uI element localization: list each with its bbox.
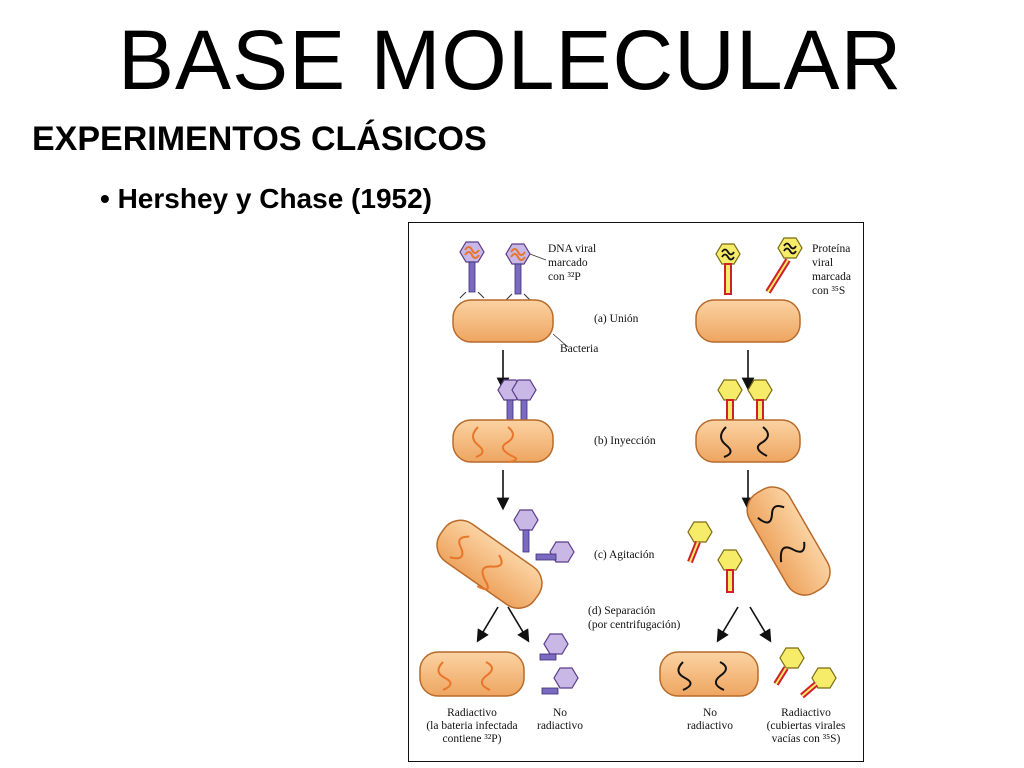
protein-phage-a1 bbox=[715, 243, 741, 295]
label-step-a: (a) Unión bbox=[594, 313, 639, 325]
bacterium-a-left bbox=[452, 299, 554, 343]
label-result-left-1c: contiene ³²P) bbox=[443, 733, 502, 745]
label-result-right-2c: vacías con ³⁵S) bbox=[772, 733, 841, 745]
label-dna-1: DNA viral bbox=[548, 243, 596, 255]
bacterium-b-left bbox=[452, 419, 554, 463]
hershey-chase-diagram: DNA viral marcado con ³²P Proteína viral… bbox=[408, 222, 864, 762]
page-title: BASE MOLECULAR bbox=[118, 13, 903, 107]
protein-phage-a2 bbox=[765, 237, 803, 294]
label-protein-2: viral bbox=[812, 257, 833, 269]
protein-phage-b2 bbox=[747, 379, 773, 421]
empty-phage-b2 bbox=[511, 379, 537, 421]
empty-phage-r2 bbox=[541, 667, 579, 695]
empty-phage-r1 bbox=[539, 633, 569, 661]
bullet-item: • Hershey y Chase (1952) bbox=[100, 183, 432, 214]
label-result-right-1a: No bbox=[703, 707, 717, 719]
label-step-d-2: (por centrifugación) bbox=[588, 619, 680, 631]
label-result-left-1b: (la bateria infectada bbox=[426, 720, 517, 732]
label-result-left-2a: No bbox=[553, 707, 567, 719]
bacterium-a-right bbox=[695, 299, 801, 343]
label-result-right-2a: Radiactivo bbox=[781, 707, 831, 719]
empty-coat-r2 bbox=[800, 667, 837, 699]
section-subtitle: EXPERIMENTOS CLÁSICOS bbox=[32, 120, 487, 158]
dna-phage-a1 bbox=[459, 241, 485, 299]
empty-coat-r1 bbox=[773, 647, 805, 686]
label-result-right-1b: radiactivo bbox=[687, 720, 733, 732]
bacterium-result-left bbox=[419, 651, 525, 697]
protein-phage-c2 bbox=[717, 549, 743, 593]
protein-phage-c1 bbox=[687, 521, 713, 564]
label-protein-3: marcada bbox=[812, 271, 851, 283]
label-protein-4: con ³⁵S bbox=[812, 285, 845, 297]
label-step-b: (b) Inyección bbox=[594, 435, 656, 447]
bacterium-result-right bbox=[659, 651, 759, 697]
detached-phage-c1 bbox=[513, 509, 539, 553]
label-dna-2: marcado bbox=[548, 257, 588, 269]
label-dna-3: con ³²P bbox=[548, 271, 581, 283]
label-step-c: (c) Agitación bbox=[594, 549, 655, 561]
bacterium-c-right bbox=[746, 486, 831, 596]
label-result-left-2b: radiactivo bbox=[537, 720, 583, 732]
detached-phage-c2 bbox=[535, 541, 575, 563]
dna-phage-a2 bbox=[505, 243, 531, 301]
label-bacteria: Bacteria bbox=[560, 343, 598, 355]
bacterium-c-left bbox=[436, 519, 543, 609]
label-result-left-1a: Radiactivo bbox=[447, 707, 497, 719]
label-step-d-1: (d) Separación bbox=[588, 605, 656, 617]
bacterium-b-right bbox=[695, 419, 801, 463]
label-protein-1: Proteína bbox=[812, 243, 850, 255]
label-result-right-2b: (cubiertas virales bbox=[767, 720, 846, 732]
